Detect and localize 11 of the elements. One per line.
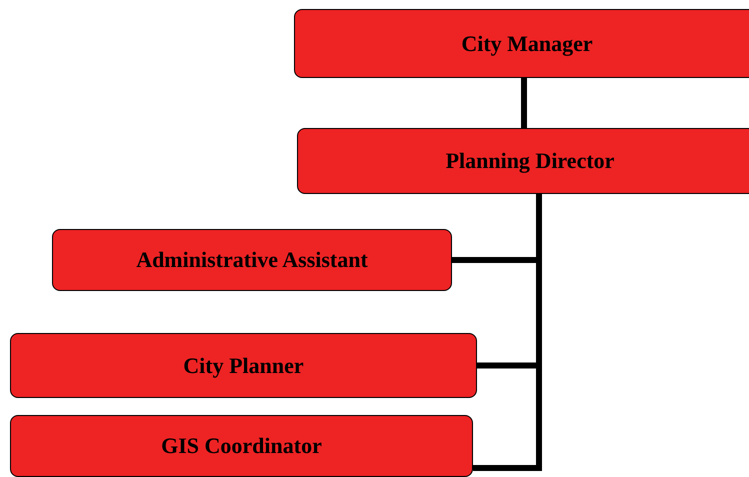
role-title: Administrative Assistant (136, 247, 368, 273)
role-box (294, 9, 749, 78)
connector-line (521, 78, 527, 128)
role-title: City Planner (183, 352, 304, 378)
role-box (10, 415, 473, 477)
role-box (297, 128, 749, 194)
role-title: City Manager (461, 30, 593, 56)
role-box (10, 333, 477, 398)
role-title: Planning Director (446, 148, 614, 174)
role-title: GIS Coordinator (161, 433, 322, 459)
role-box (52, 229, 452, 291)
